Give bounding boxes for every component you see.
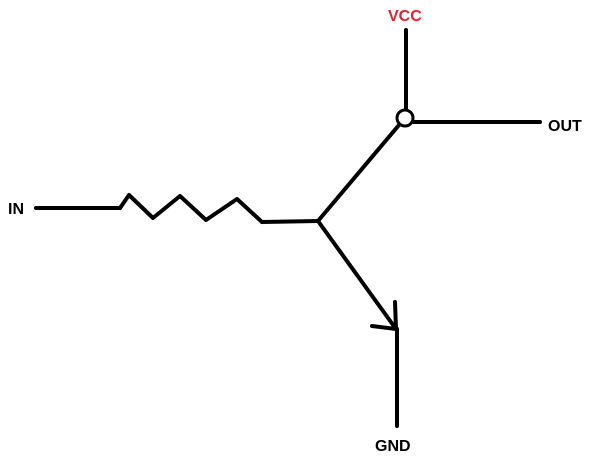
vcc-label: VCC — [388, 8, 422, 25]
emitter-wire — [316, 219, 398, 331]
out-label: OUT — [548, 118, 582, 135]
base-wire — [260, 219, 320, 224]
junction-node — [395, 108, 415, 128]
in-label: IN — [8, 201, 24, 218]
collector-wire — [316, 123, 401, 223]
resistor — [118, 193, 264, 224]
gnd-label: GND — [375, 438, 411, 455]
